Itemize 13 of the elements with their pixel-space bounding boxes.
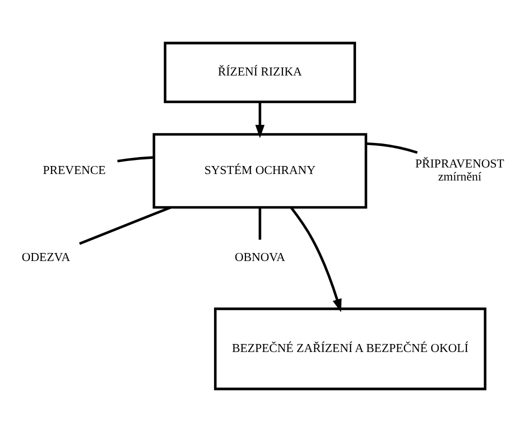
- node-box: BEZPEČNÉ ZAŘÍZENÍ A BEZPEČNÉ OKOLÍ: [214, 307, 486, 390]
- connector: [117, 156, 154, 162]
- node-text: PŘIPRAVENOST zmírnění: [415, 156, 504, 184]
- connector: [79, 206, 172, 244]
- node-text: OBNOVA: [234, 250, 286, 264]
- node-box: SYSTÉM OCHRANY: [152, 132, 368, 208]
- connector: [258, 207, 262, 240]
- arrow: [255, 102, 265, 138]
- node-text: ODEZVA: [22, 250, 70, 264]
- connector: [366, 142, 418, 154]
- node-box: ŘÍZENÍ RIZIKA: [164, 41, 356, 103]
- arrow: [290, 206, 342, 312]
- node-text: PREVENCE: [42, 162, 106, 177]
